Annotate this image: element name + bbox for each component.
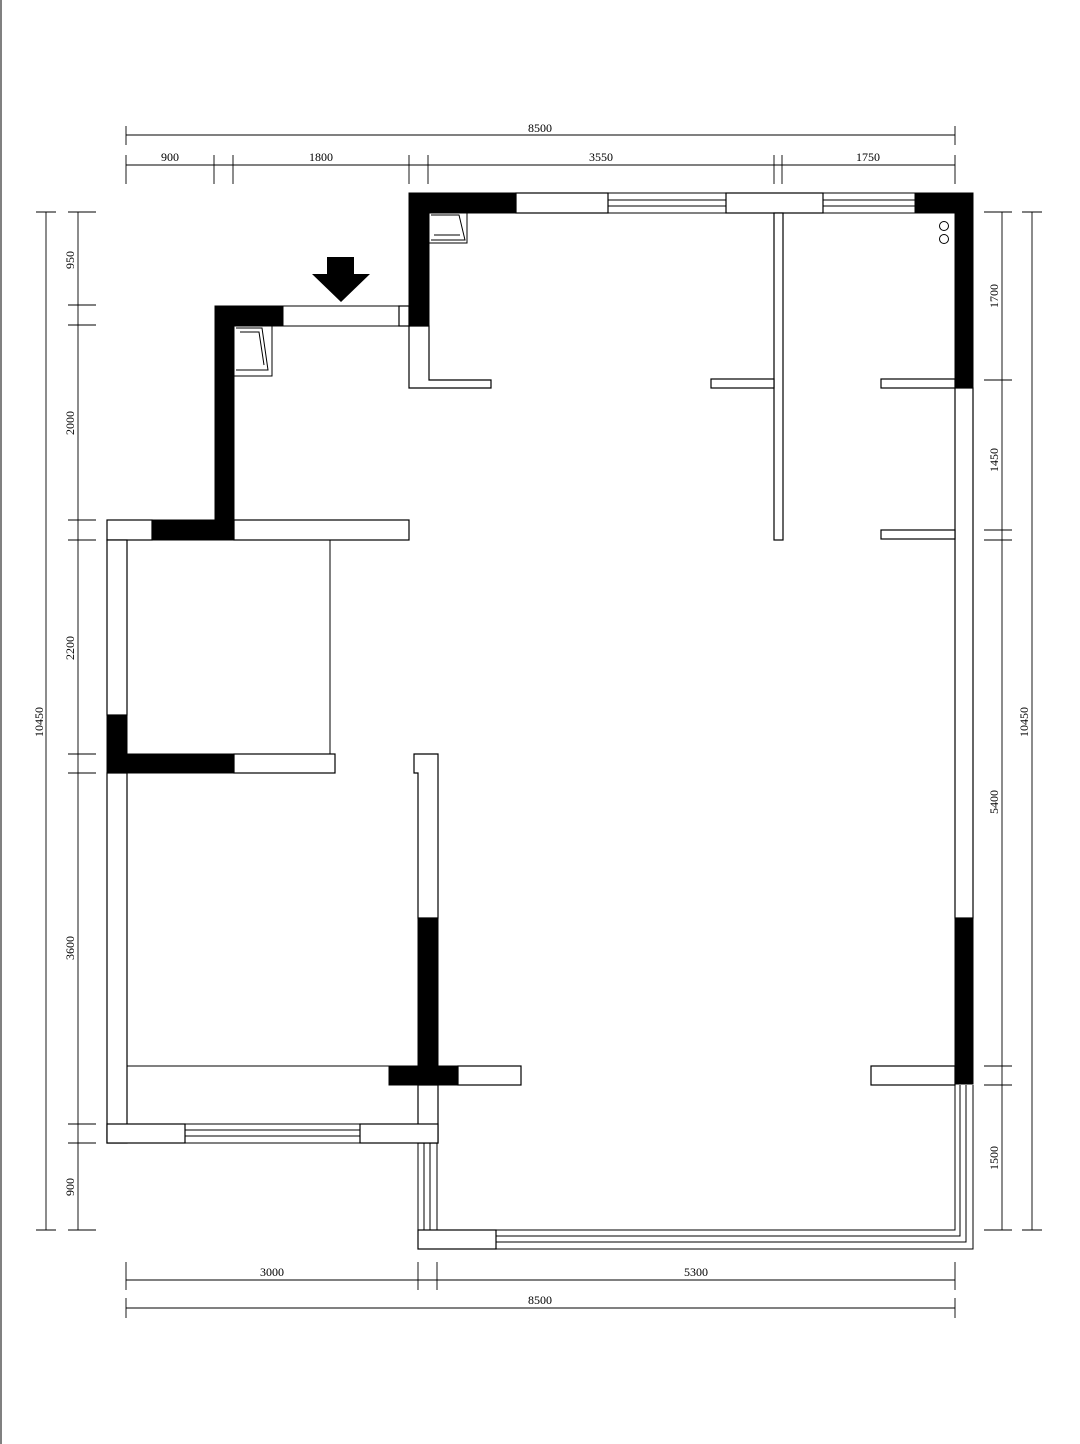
wall-upper-left-solid bbox=[408, 192, 430, 327]
wall-divider-base-solid bbox=[388, 1065, 459, 1086]
wall-partition-stub-right-lower bbox=[880, 529, 956, 540]
wall-partition-vertical bbox=[773, 212, 784, 541]
wall-left-solid bbox=[106, 714, 128, 774]
dim-top-total-label: 8500 bbox=[528, 121, 552, 135]
window-top-right bbox=[823, 192, 915, 214]
dim-left-seg-5: 900 bbox=[63, 1178, 77, 1196]
entrance-arrow-icon bbox=[312, 257, 370, 302]
wall-right-middle bbox=[954, 387, 974, 919]
wall-entry-jamb bbox=[398, 305, 410, 327]
dim-left-seg-4: 3600 bbox=[63, 936, 77, 960]
dimension-bottom-segments: 3000 5300 bbox=[125, 1262, 956, 1290]
wall-partition-stub-left bbox=[710, 378, 775, 389]
window-top-main bbox=[608, 192, 726, 214]
dim-top-seg-4: 1750 bbox=[856, 150, 880, 164]
dimension-bottom-total: 8500 bbox=[125, 1293, 956, 1318]
interior-lines bbox=[127, 540, 389, 1067]
dim-right-seg-2: 1450 bbox=[987, 448, 1001, 472]
dim-left-seg-1: 950 bbox=[63, 251, 77, 269]
wall-bedroom-bottom-left bbox=[106, 1123, 186, 1144]
dimension-top-total: 8500 bbox=[125, 121, 956, 145]
dim-right-seg-1: 1700 bbox=[987, 284, 1001, 308]
wall-top-segment bbox=[515, 192, 609, 214]
wall-mid-open bbox=[233, 753, 336, 774]
dim-bottom-seg-2: 5300 bbox=[684, 1265, 708, 1279]
window-entry bbox=[283, 305, 399, 327]
wall-right-upper-solid bbox=[954, 192, 974, 389]
walls bbox=[106, 192, 974, 1250]
dimension-top-segments: 900 1800 3550 1750 bbox=[125, 150, 956, 184]
utility-shaft-upper-icon bbox=[428, 212, 468, 244]
wall-bedroom-top-solid bbox=[151, 519, 235, 541]
dim-left-seg-3: 2200 bbox=[63, 636, 77, 660]
dim-right-seg-4: 1500 bbox=[987, 1146, 1001, 1170]
wall-balcony-block bbox=[417, 1229, 497, 1250]
dim-bottom-total-label: 8500 bbox=[528, 1293, 552, 1307]
pipe-circles-icon bbox=[939, 221, 949, 244]
dim-left-total-label: 10450 bbox=[32, 707, 46, 737]
wall-living-bottom-stub bbox=[870, 1065, 956, 1086]
wall-divider-base-open bbox=[457, 1065, 522, 1086]
window-balcony-sweep bbox=[496, 1085, 974, 1250]
window-balcony-left bbox=[417, 1143, 438, 1230]
wall-upper-left-stub bbox=[408, 325, 492, 389]
dim-bottom-seg-1: 3000 bbox=[260, 1265, 284, 1279]
dimension-left-total: 10450 bbox=[32, 211, 56, 1231]
wall-divider-solid bbox=[417, 917, 439, 1067]
windows bbox=[185, 192, 974, 1250]
dimension-left-segments: 950 2000 2200 3600 900 bbox=[63, 211, 96, 1231]
dim-top-seg-1: 900 bbox=[161, 150, 179, 164]
wall-left-lower bbox=[106, 772, 128, 1144]
dimension-right-total: 10450 bbox=[1017, 211, 1042, 1231]
wall-bedroom-top-left bbox=[106, 519, 153, 541]
wall-bedroom-bottom-right bbox=[359, 1123, 439, 1144]
window-bedroom-bottom bbox=[185, 1123, 360, 1144]
dim-top-seg-3: 3550 bbox=[589, 150, 613, 164]
wall-bedroom-top-right bbox=[233, 519, 410, 541]
dim-left-seg-2: 2000 bbox=[63, 411, 77, 435]
wall-top-middle bbox=[725, 192, 824, 214]
wall-mid-solid bbox=[126, 753, 235, 774]
wall-right-lower-solid bbox=[954, 917, 974, 1085]
wall-divider-upper bbox=[413, 753, 439, 919]
utility-shaft-icon bbox=[233, 325, 273, 377]
dim-right-seg-3: 5400 bbox=[987, 790, 1001, 814]
wall-left-upper bbox=[106, 539, 128, 716]
dim-right-total-label: 10450 bbox=[1017, 707, 1031, 737]
dimension-right-segments: 1700 1450 5400 1500 bbox=[984, 211, 1012, 1231]
wall-entry-left-solid bbox=[214, 305, 235, 541]
dim-top-seg-2: 1800 bbox=[309, 150, 333, 164]
wall-partition-stub-right-upper bbox=[880, 378, 956, 389]
